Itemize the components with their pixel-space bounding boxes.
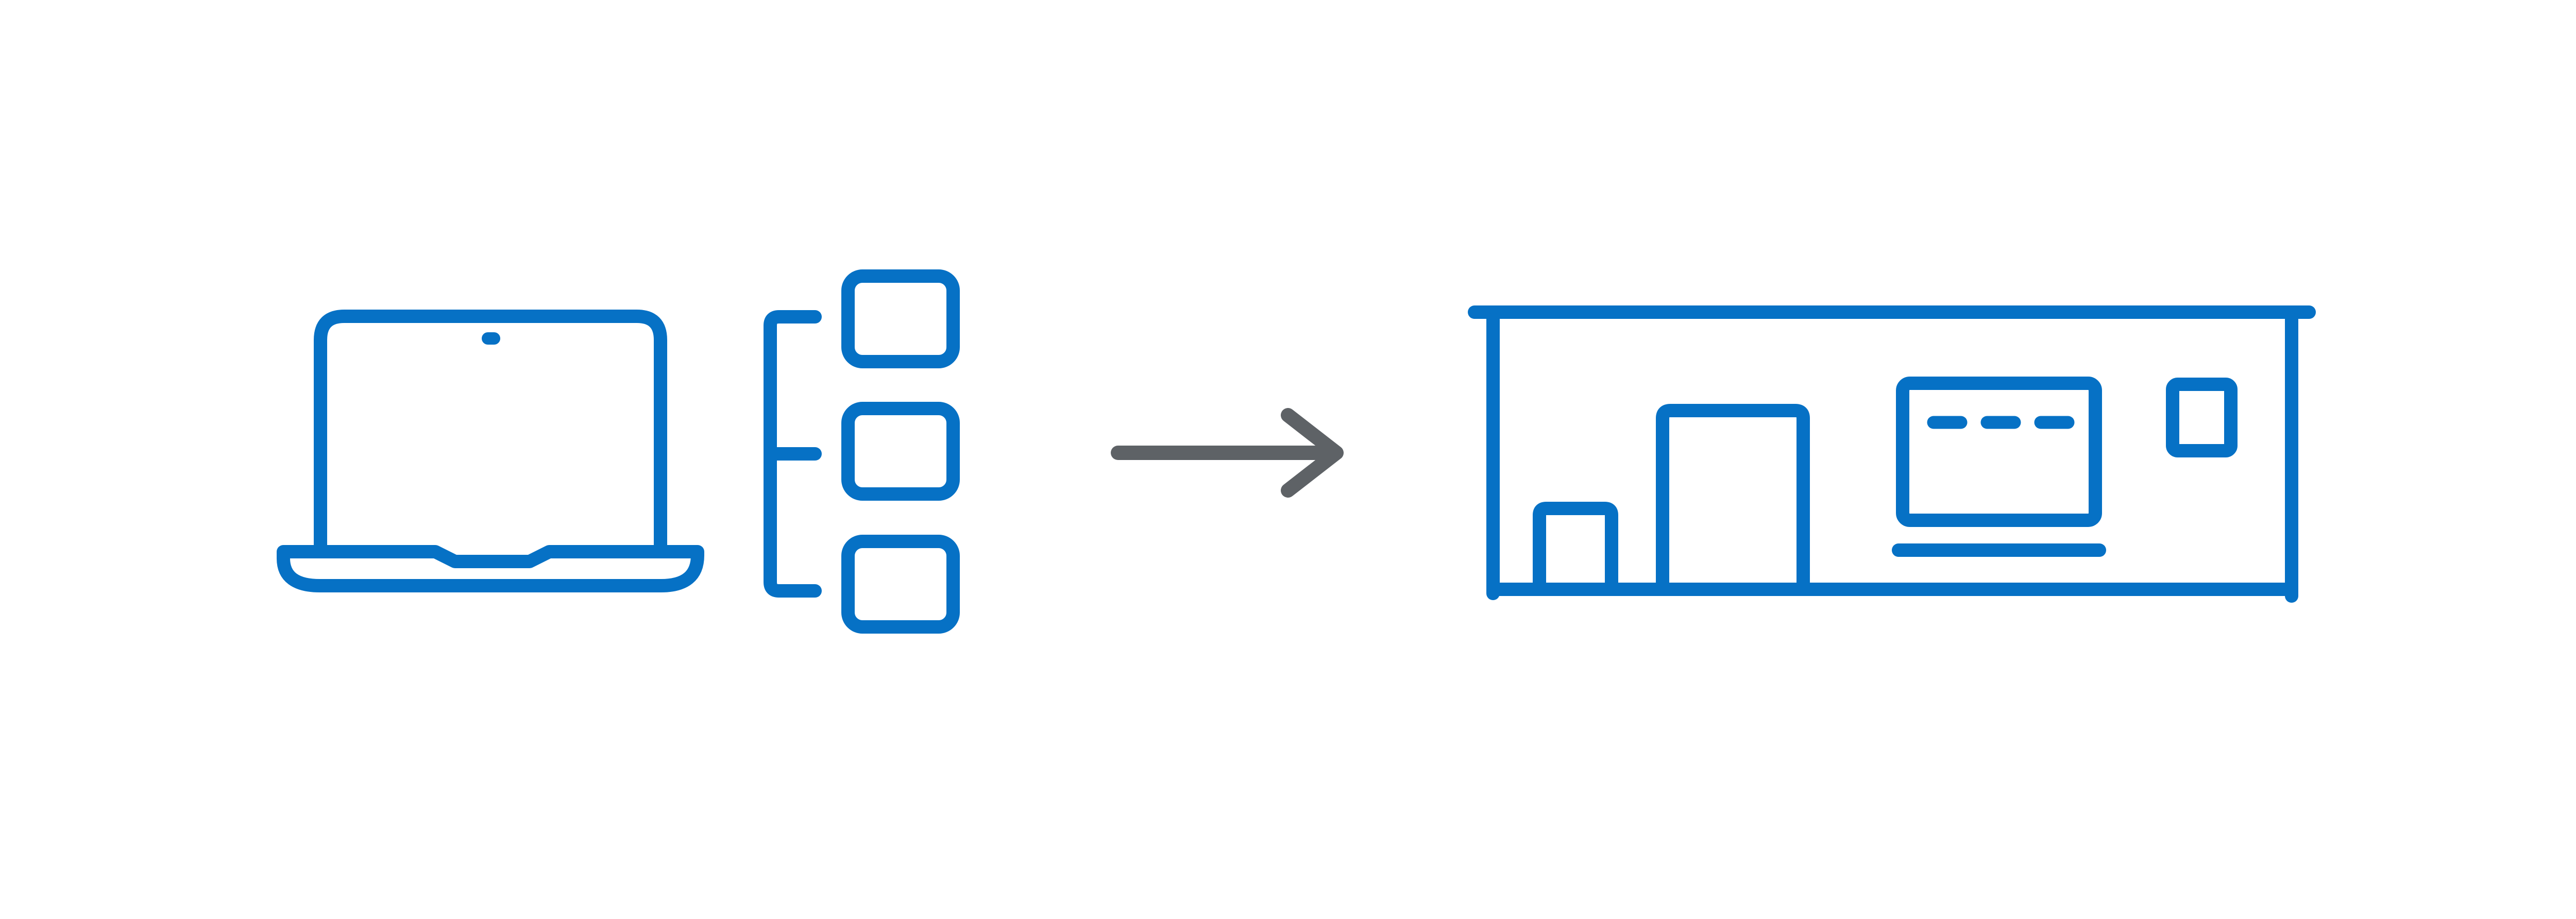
laptop-icon xyxy=(277,310,704,592)
arrow-right-icon xyxy=(1111,408,1344,498)
building-door xyxy=(1656,404,1810,589)
laptop-camera-icon xyxy=(482,332,500,345)
hierarchy-node-bottom xyxy=(841,535,960,634)
arrow-head xyxy=(1281,408,1344,498)
building-icon xyxy=(1468,305,2316,603)
laptop-screen xyxy=(314,310,667,553)
hierarchy-node-middle xyxy=(841,402,960,501)
hierarchy-node-top xyxy=(841,269,960,368)
laptop-base xyxy=(277,545,704,592)
building-small-box xyxy=(1533,502,1618,589)
building-right-window xyxy=(2166,378,2238,457)
building-window xyxy=(1896,377,2102,527)
hierarchy-icon xyxy=(764,269,960,634)
